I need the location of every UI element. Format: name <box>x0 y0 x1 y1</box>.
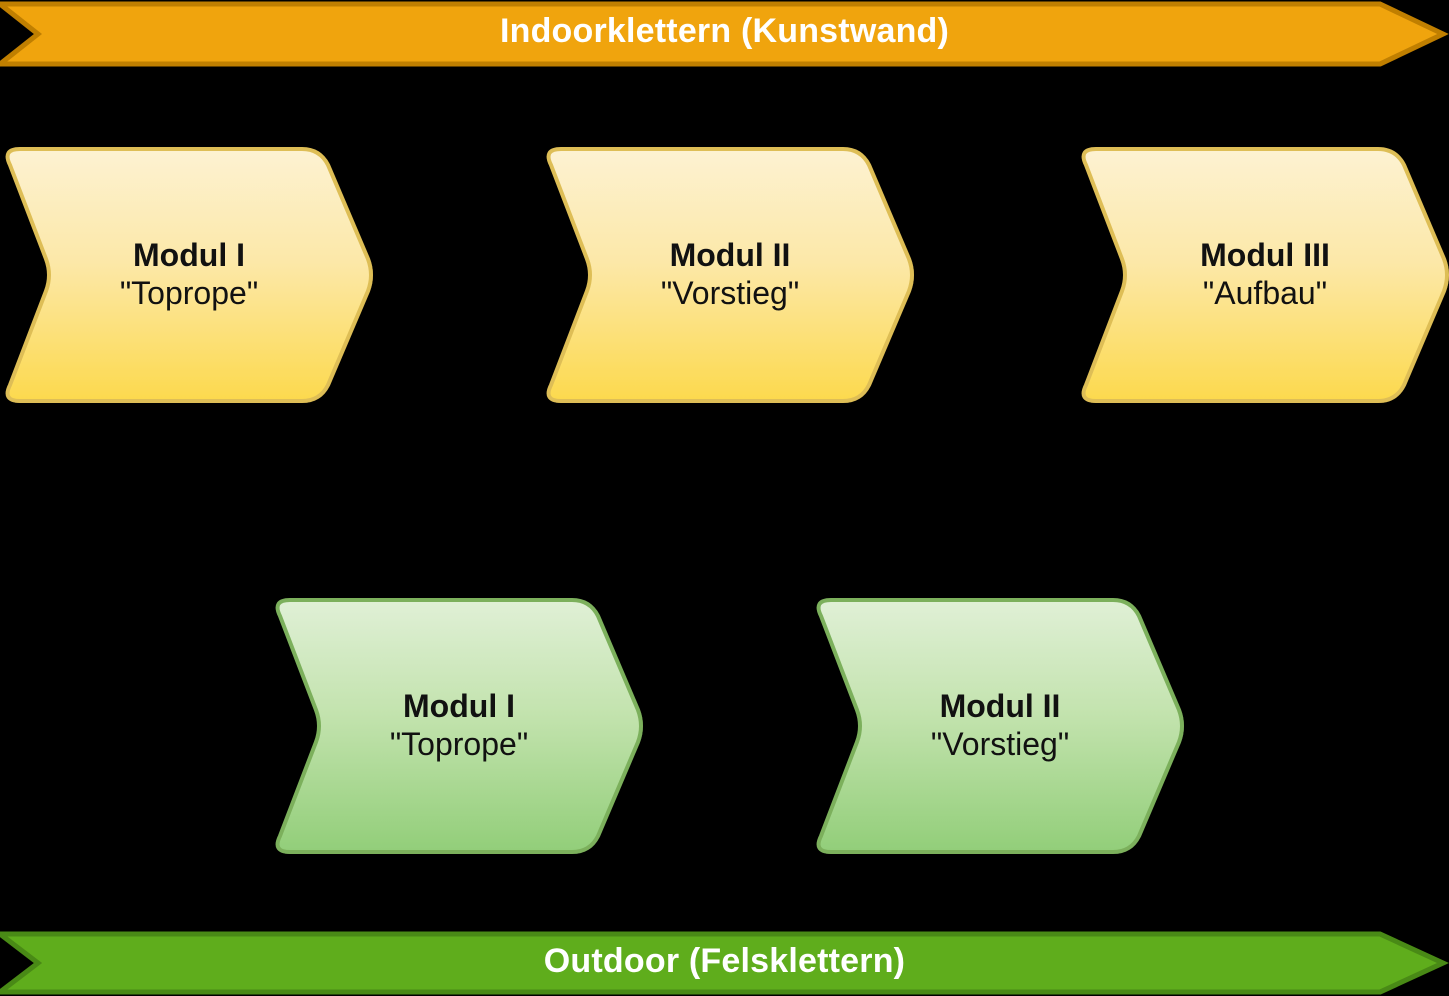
module-indoor-2-path <box>546 147 914 403</box>
module-outdoor-2[interactable]: Modul II "Vorstieg" <box>813 597 1184 855</box>
module-indoor-3[interactable]: Modul III "Aufbau" <box>1078 146 1449 404</box>
banner-indoor-path <box>0 1 1449 67</box>
banner-indoor: Indoorklettern (Kunstwand) <box>0 0 1449 68</box>
banner-indoor-shape <box>0 1 1449 67</box>
module-indoor-3-shape <box>1081 147 1449 403</box>
module-outdoor-2-path <box>816 598 1184 854</box>
banner-outdoor-shape <box>0 931 1449 995</box>
module-indoor-1[interactable]: Modul I "Toprope" <box>2 146 373 404</box>
banner-outdoor-path <box>0 931 1449 995</box>
module-indoor-2-shape <box>546 147 914 403</box>
module-outdoor-1-shape <box>275 598 643 854</box>
module-outdoor-1[interactable]: Modul I "Toprope" <box>272 597 643 855</box>
module-indoor-3-path <box>1081 147 1449 403</box>
module-outdoor-1-path <box>275 598 643 854</box>
module-indoor-1-path <box>5 147 373 403</box>
module-outdoor-2-shape <box>816 598 1184 854</box>
banner-outdoor: Outdoor (Felsklettern) <box>0 930 1449 996</box>
module-indoor-1-shape <box>5 147 373 403</box>
module-indoor-2[interactable]: Modul II "Vorstieg" <box>543 146 914 404</box>
